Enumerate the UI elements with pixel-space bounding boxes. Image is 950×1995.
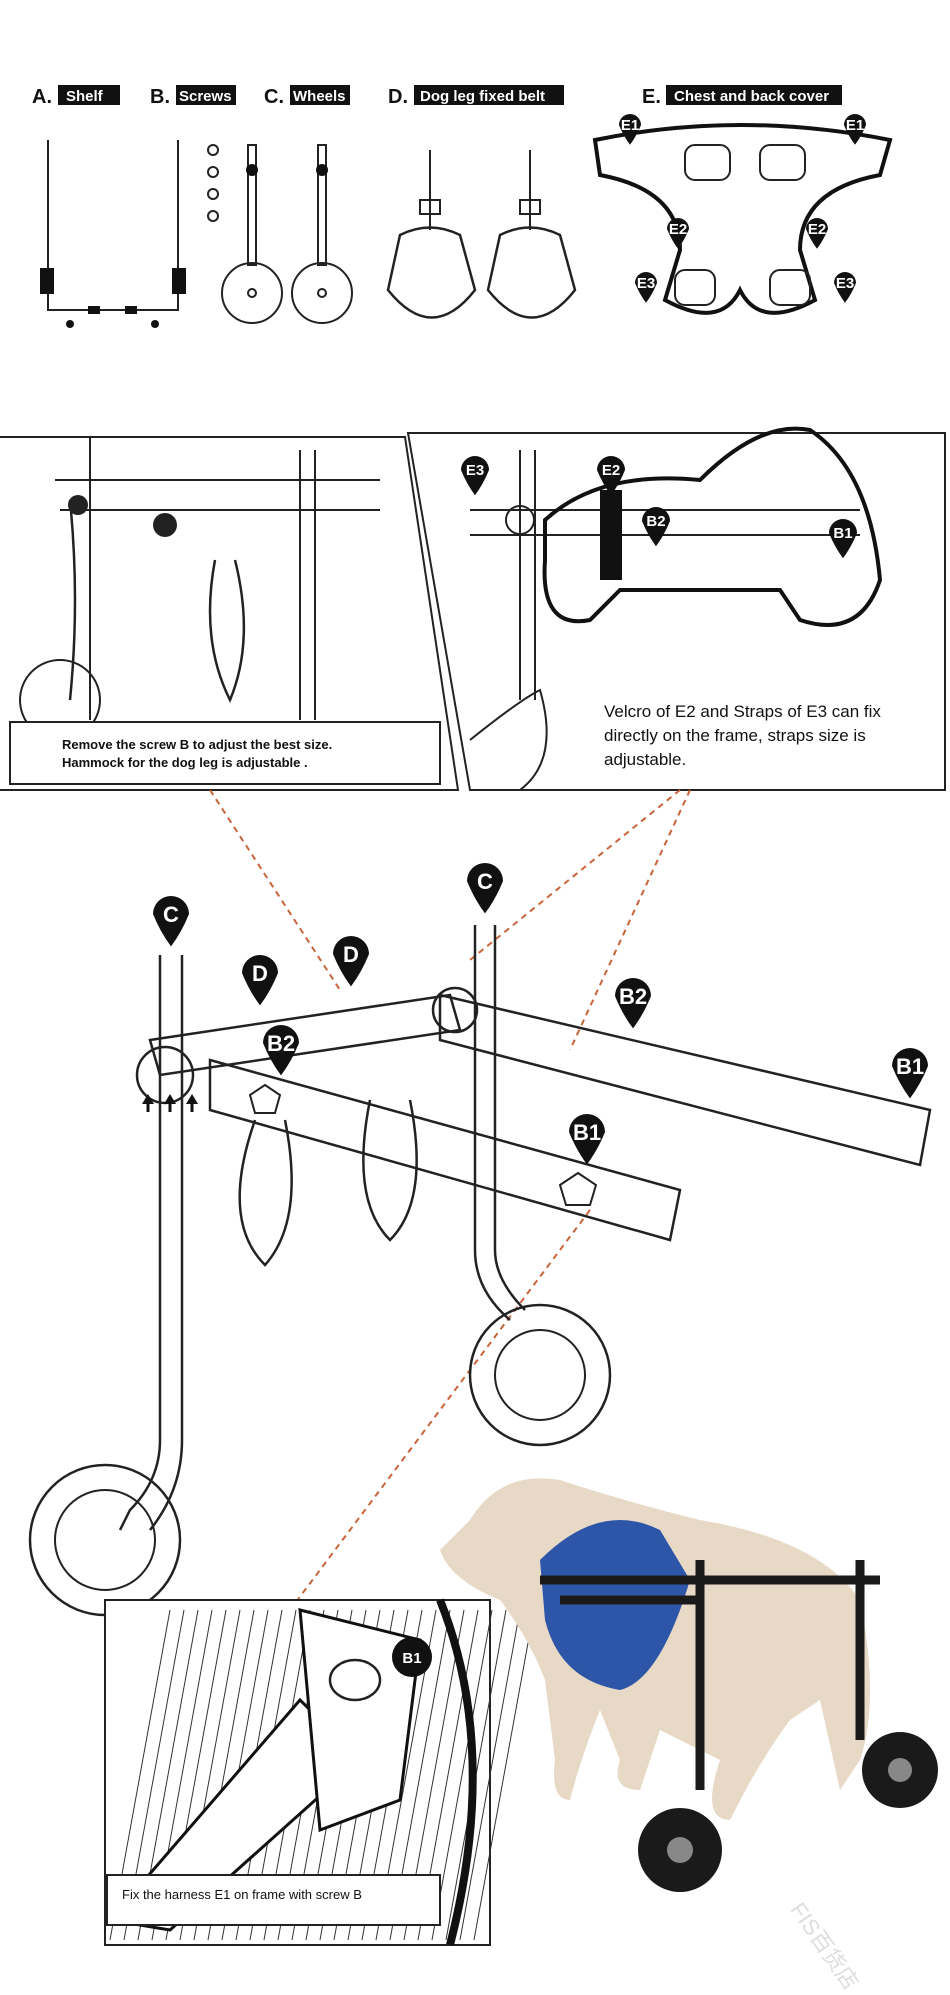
svg-text:A.: A. [32,86,52,108]
marker-label: B1 [573,1120,601,1145]
marker-label: E1 [621,117,639,134]
marker-pin: B2 [263,1024,300,1076]
marker-pin: E1 [844,114,866,145]
marker-label: E2 [602,462,620,479]
leader-line [209,789,341,991]
marker-pin: E3 [461,456,489,496]
svg-text:B.: B. [150,86,170,108]
marker-label: C [477,869,493,894]
marker-pin: B2 [642,507,670,547]
svg-text:Wheels: Wheels [293,88,346,105]
marker-pin: B1 [829,519,857,559]
marker-label: B2 [646,513,665,530]
panel-left [0,436,460,791]
part-label-b: B. Screws [150,85,236,108]
panel-right-caption: Velcro of E2 and Straps of E3 can fix di… [604,702,881,769]
wheels-drawing [221,144,353,324]
marker-pin: B1 [569,1114,605,1165]
marker-pin: C [153,896,189,947]
part-label-c: C. Wheels [264,85,350,108]
panel-right [406,426,946,791]
marker-label: E3 [836,275,854,292]
marker-label: E3 [466,462,484,479]
inset-caption: Fix the harness E1 on frame with screw B [122,1887,362,1902]
wheelchair-frame-drawing [28,925,932,1617]
panel-left-caption: Remove the screw B to adjust the best si… [62,736,332,772]
svg-text:Chest and back cover: Chest and back cover [674,88,829,105]
marker-pin: E2 [597,456,625,496]
marker-label: E2 [669,221,687,238]
marker-pin: B2 [615,978,651,1029]
marker-pin: C [467,863,503,914]
leader-line [469,789,681,961]
caption-line: Hammock for the dog leg is adjustable . [62,755,308,770]
svg-text:Shelf: Shelf [66,88,104,105]
marker-pin: D [333,936,369,987]
dog-photo [440,1478,938,1892]
marker-label: E2 [808,221,826,238]
marker-label: D [252,961,268,986]
svg-text:Screws: Screws [179,88,232,105]
marker-pin: E3 [635,272,657,303]
svg-text:E.: E. [642,86,661,108]
svg-text:D.: D. [388,86,408,108]
part-label-e: E. Chest and back cover [642,85,842,108]
inset-marker: B1 [392,1637,432,1677]
marker-label: E1 [846,117,864,134]
marker-pin: E2 [806,218,828,249]
marker-label: D [343,942,359,967]
screws-drawing [207,144,219,222]
leg-belt-drawing [386,150,577,319]
part-label-d: D. Dog leg fixed belt [388,85,564,108]
caption-line: Remove the screw B to adjust the best si… [62,737,333,752]
marker-label: B2 [619,984,647,1009]
marker-pin: D [242,955,278,1006]
part-label-a: A. Shelf [32,85,120,108]
svg-text:Dog leg fixed belt: Dog leg fixed belt [420,88,545,105]
svg-text:B1: B1 [402,1650,421,1667]
marker-pin: E1 [619,114,641,145]
marker-label: E3 [637,275,655,292]
marker-label: B1 [833,525,852,542]
marker-label: B1 [896,1054,924,1079]
leader-line [569,789,691,1051]
marker-label: B2 [267,1031,295,1056]
marker-pin: E3 [834,272,856,303]
marker-pin: B1 [892,1048,928,1099]
shelf-drawing [40,140,186,328]
marker-pin: E2 [667,218,689,249]
marker-label: C [163,902,179,927]
svg-text:C.: C. [264,86,284,108]
